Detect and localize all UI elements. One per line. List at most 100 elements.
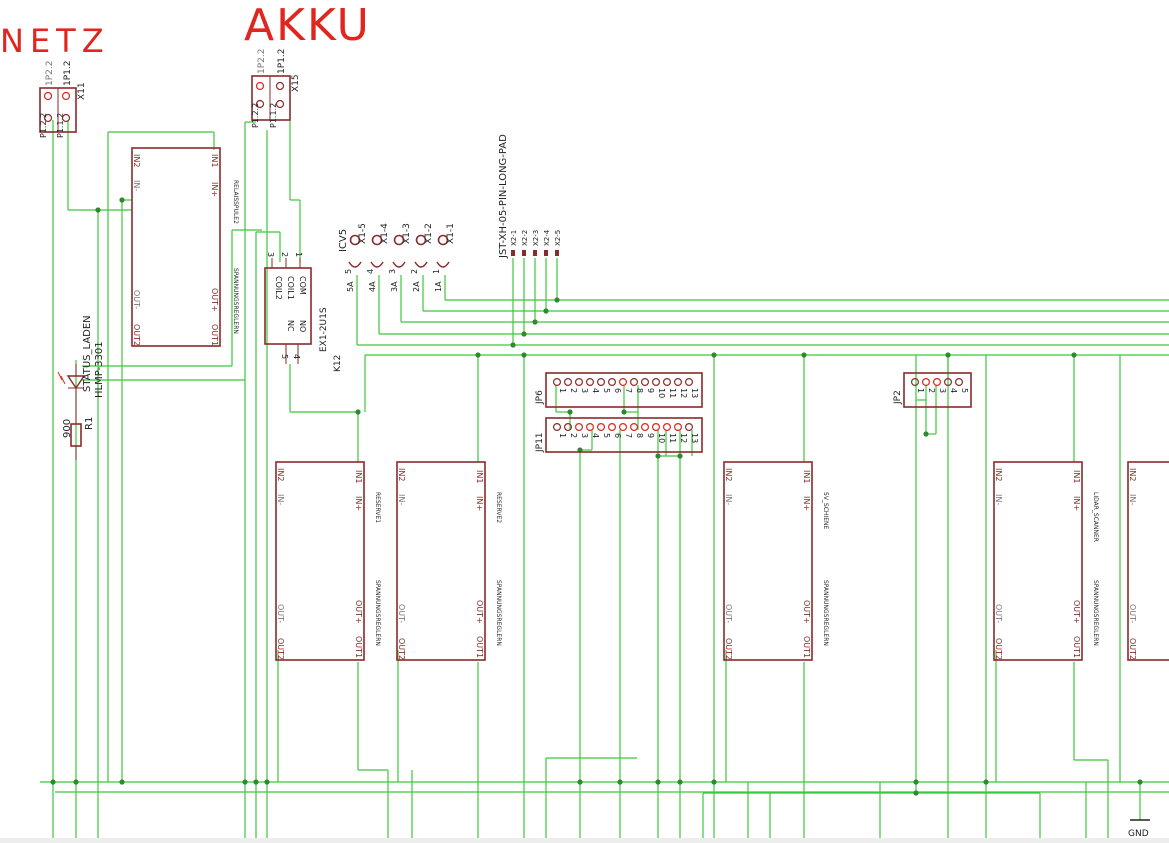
regulator-name: RESERVE2: [495, 492, 502, 523]
terminal-pin-text: 5A: [346, 281, 355, 292]
jp6-pin-10[interactable]: 10: [651, 378, 666, 399]
akku-annotation: AKKU: [244, 0, 371, 51]
jp11-pin-number: 12: [679, 433, 688, 443]
connector-x15[interactable]: 1P2.2 1P1.2 X15 P1.2.2 P1.1.2: [251, 49, 301, 128]
jp11-pin-13[interactable]: 13: [684, 423, 699, 444]
jst-pin-2[interactable]: X2-2: [521, 230, 529, 256]
regulator-pin-right: IN+: [475, 496, 484, 511]
jp6-pin-number: 2: [569, 388, 578, 393]
jst-name: JST-XH-05-PIN-LONG-PAD: [498, 134, 509, 259]
jst-pin-3[interactable]: X2-3: [532, 230, 540, 256]
jp6-pin-13[interactable]: 13: [684, 378, 699, 399]
jp6-pin-2[interactable]: 2: [563, 378, 578, 393]
jp6-pin-7[interactable]: 7: [618, 378, 633, 393]
regulator-pin-left: IN-: [1128, 494, 1137, 505]
relay-nc: NC: [286, 320, 295, 332]
jp11-pin-3[interactable]: 3: [574, 423, 589, 438]
relay-coil1: COIL1: [286, 276, 295, 300]
regulator-bottom-4[interactable]: IN2IN-OUT-OUT2IN1IN+OUT+OUT1LIDAR_SCANNE…: [993, 461, 1099, 661]
led-status-laden[interactable]: STATUS_LADEN HLMP-3301: [57, 315, 105, 400]
regulator-pin-right: IN+: [802, 496, 811, 511]
terminal-pin-label: X1-2: [424, 223, 434, 244]
jp2-pin-3[interactable]: 3: [932, 378, 947, 393]
jp6-pin-8[interactable]: 8: [629, 378, 644, 393]
jp11-pin-1[interactable]: 1: [552, 423, 567, 438]
resistor-r1[interactable]: 900 R1: [62, 400, 95, 460]
jp11-pin-10[interactable]: 10: [651, 423, 666, 444]
jp11-pin-number: 13: [690, 433, 699, 443]
jp6-pin-number: 9: [646, 388, 655, 393]
jp11-pin-4[interactable]: 4: [585, 423, 600, 438]
regulator-relaisspule2[interactable]: IN2 IN- IN1 IN+ OUT- OUT+ OUT2 OUT1 RELA…: [131, 147, 239, 347]
jp11-pin-8[interactable]: 8: [629, 423, 644, 438]
relay-value: EX1-2U1S: [319, 307, 329, 352]
relay-coil2: COIL2: [274, 276, 283, 300]
jp11-pin-9[interactable]: 9: [640, 423, 655, 438]
relay-pin-1: 1: [294, 252, 303, 257]
regulator-pin-left: OUT2: [397, 638, 406, 660]
jp6-pin-9[interactable]: 9: [640, 378, 655, 393]
jst-pin-4[interactable]: X2-4: [543, 229, 551, 256]
jp2-pin-4[interactable]: 4: [943, 378, 958, 393]
regulator-pin-right: IN+: [354, 496, 363, 511]
jp6-pin-1[interactable]: 1: [552, 378, 567, 393]
jp11-pin-2[interactable]: 2: [563, 423, 578, 438]
regulator-bottom-2[interactable]: IN2IN-OUT-OUT2IN1IN+OUT+OUT1RESERVE2SPAN…: [396, 461, 502, 661]
terminal-pin-label: X1-4: [380, 223, 390, 244]
jp6-pin-4[interactable]: 4: [585, 378, 600, 393]
regulator-pin-left: IN2: [994, 468, 1003, 481]
jp6-pin-12[interactable]: 12: [673, 378, 688, 399]
jp6-pin-6[interactable]: 6: [607, 378, 622, 393]
relay-pin-5: 5: [280, 354, 289, 359]
junctions: [50, 197, 1143, 796]
regulator-value: SPANNUNGSREGLERN: [495, 580, 502, 646]
terminal-pin-number: 3: [388, 269, 397, 274]
jp6-pin-3[interactable]: 3: [574, 378, 589, 393]
jst-pin-5[interactable]: X2-5: [554, 230, 562, 256]
jp2-pin-number: 1: [916, 388, 925, 393]
regulator-bottom-1[interactable]: IN2IN-OUT-OUT2IN1IN+OUT+OUT1RESERVE1SPAN…: [275, 461, 381, 661]
jp2-pin-5[interactable]: 5: [954, 378, 969, 393]
jp6-pin-5[interactable]: 5: [596, 378, 611, 393]
regulator-pin-left: IN2: [397, 468, 406, 481]
jp11-pin-11[interactable]: 11: [662, 423, 677, 444]
jp11-pin-6[interactable]: 6: [607, 423, 622, 438]
terminal-pin-label: X1-5: [358, 223, 368, 244]
regulator-pin-right: OUT+: [1072, 600, 1081, 624]
relay-k12[interactable]: COIL2 COIL1 COM NC NO 3 2 1 5 4 EX1-2U1S…: [264, 252, 343, 372]
x15-pin-1: 1P2.2: [257, 49, 267, 74]
regulator-pin-left: OUT2: [276, 638, 285, 660]
connector-x11[interactable]: 1P2.2 1P1.2 X11 P1.2.2 P1.1.2: [39, 61, 87, 138]
gnd-symbol[interactable]: GND: [1128, 819, 1150, 839]
regulator-pin-left: OUT-: [276, 604, 285, 623]
jp2-pin-2[interactable]: 2: [921, 378, 936, 393]
jp11-pin-7[interactable]: 7: [618, 423, 633, 438]
regulator-bottom-3[interactable]: IN2IN-OUT-OUT2IN1IN+OUT+OUT15V_SCHIENESP…: [723, 461, 829, 661]
jp6-pin-number: 4: [591, 388, 600, 393]
regulator-value: SPANNUNGSREGLERN: [822, 580, 829, 646]
terminal-pin-label: X1-3: [402, 223, 412, 244]
x15-name: X15: [291, 74, 301, 92]
jp11-pin-5[interactable]: 5: [596, 423, 611, 438]
jp6-pin-11[interactable]: 11: [662, 378, 677, 399]
terminal-pin-number: 4: [366, 269, 375, 274]
jp2-pin-1[interactable]: 1: [910, 378, 925, 393]
jp11-pin-number: 8: [635, 433, 644, 438]
jst-pin-1[interactable]: X2-1: [510, 230, 518, 256]
jp11-name: JP11: [535, 432, 545, 453]
jp11-pin-12[interactable]: 12: [673, 423, 688, 444]
regulator-pin-right: IN+: [1072, 496, 1081, 511]
resistor-name: R1: [84, 417, 95, 430]
